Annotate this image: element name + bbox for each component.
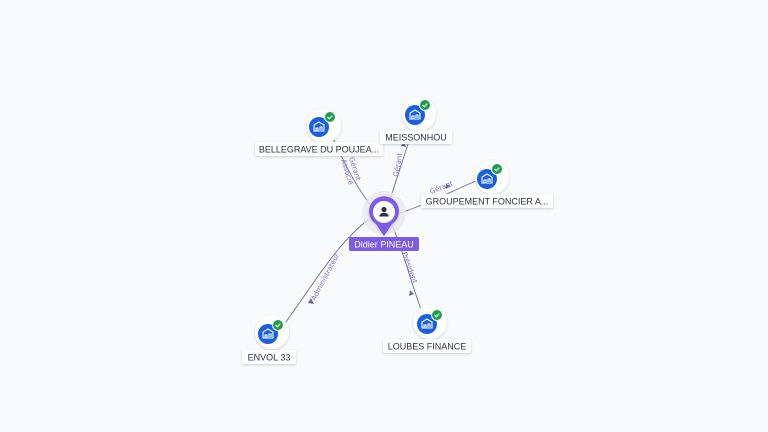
verified-check-icon bbox=[431, 309, 443, 321]
company-node-meissonhou[interactable]: MEISSONHOU bbox=[380, 97, 452, 144]
arrow-head bbox=[409, 290, 414, 296]
arrow-head bbox=[446, 184, 451, 189]
building-icon bbox=[309, 117, 329, 137]
edge-label-gerant-groupement: Gérant bbox=[429, 179, 455, 196]
company-label-loubes: LOUBES FINANCE bbox=[388, 342, 467, 352]
edge-label-administrateur-envol: Administrateur bbox=[310, 252, 342, 302]
company-label-bellegrave: BELLEGRAVE DU POUJEA... bbox=[259, 145, 379, 155]
company-node-groupement[interactable]: GROUPEMENT FONCIER A... bbox=[421, 160, 553, 208]
edge-loubes[interactable] bbox=[391, 224, 424, 316]
company-node-bellegrave[interactable]: BELLEGRAVE DU POUJEA... bbox=[255, 109, 383, 156]
person-node[interactable]: Didier PINEAU bbox=[349, 191, 419, 251]
verified-check-icon bbox=[272, 319, 284, 331]
company-node-envol[interactable]: ENVOL 33 bbox=[242, 315, 296, 364]
company-label-envol: ENVOL 33 bbox=[248, 353, 291, 363]
building-icon bbox=[258, 324, 278, 344]
verified-check-icon bbox=[491, 163, 503, 175]
building-icon bbox=[477, 169, 497, 189]
person-name-label: Didier PINEAU bbox=[354, 240, 414, 250]
company-label-groupement: GROUPEMENT FONCIER A... bbox=[426, 197, 549, 207]
edge-label-president-loubes: Président bbox=[400, 251, 419, 285]
verified-check-icon bbox=[324, 111, 336, 123]
building-icon bbox=[405, 105, 425, 125]
company-node-loubes[interactable]: LOUBES FINANCE bbox=[383, 305, 471, 353]
arrow-head bbox=[308, 298, 314, 304]
company-label-meissonhou: MEISSONHOU bbox=[385, 133, 447, 143]
person-icon bbox=[379, 206, 389, 217]
edge-envol[interactable] bbox=[279, 219, 369, 331]
verified-check-icon bbox=[419, 99, 431, 111]
edge-label-gerant-meissonhou: Gérant bbox=[392, 152, 404, 177]
building-icon bbox=[417, 314, 437, 334]
